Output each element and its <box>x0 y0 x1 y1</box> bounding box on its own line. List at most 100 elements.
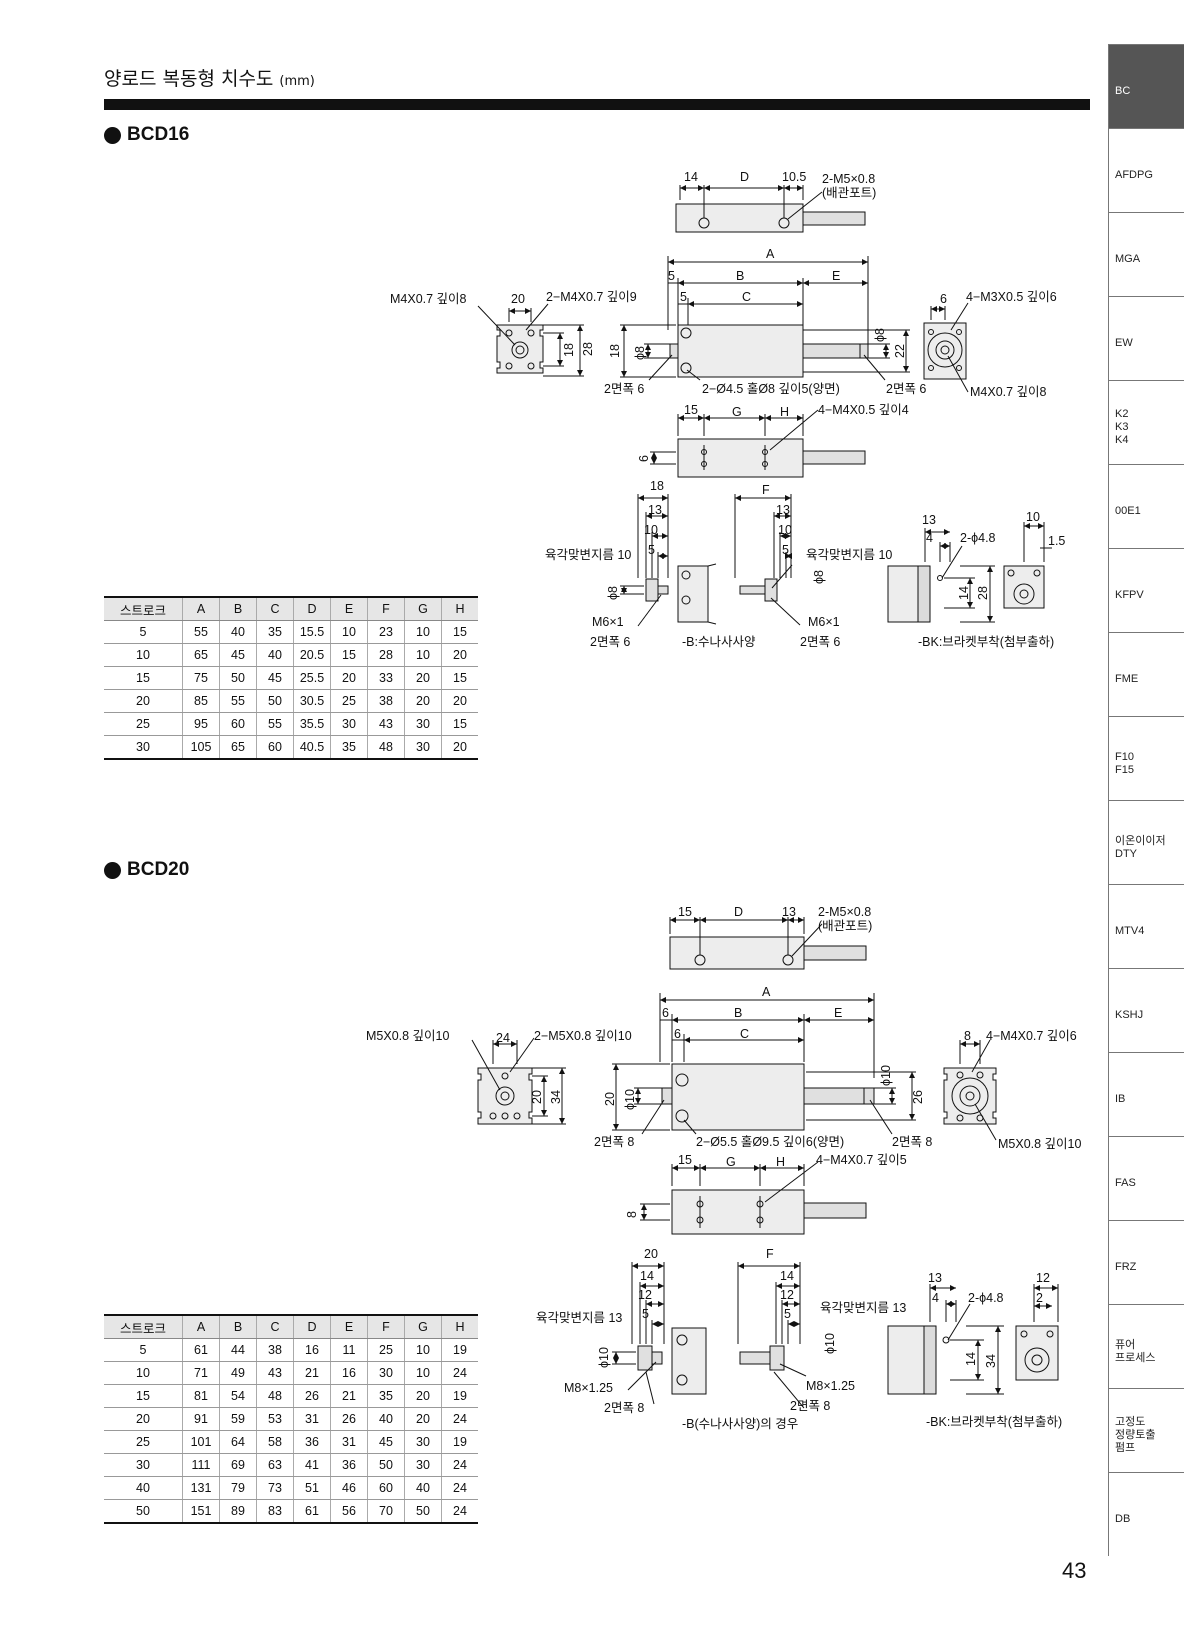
table-cell: 48 <box>367 735 405 760</box>
dim-a: A <box>766 247 775 261</box>
dim-14-bk: 14 <box>957 586 971 600</box>
page-number: 43 <box>1062 1558 1087 1583</box>
table-header-cell: B <box>219 596 257 621</box>
table-cell: 5 <box>104 620 183 644</box>
table-cell: 15.5 <box>293 620 331 644</box>
page-title: 양로드 복동형 치수도(mm) <box>104 64 315 91</box>
table-header-cell: E <box>330 1314 368 1339</box>
sidebar-tab[interactable]: BC <box>1108 44 1184 128</box>
sidebar-tab[interactable]: F10 F15 <box>1108 716 1184 800</box>
callout-m4-left: M4X0.7 깊이8 <box>390 292 467 306</box>
dim-15: 15 <box>684 403 698 417</box>
table-cell: 50 <box>367 1453 405 1477</box>
sidebar-tab[interactable]: 퓨어 프로세스 <box>1108 1304 1184 1388</box>
dim-a: A <box>762 985 771 999</box>
sidebar-tab[interactable]: 이온이이저 DTY <box>1108 800 1184 884</box>
table-cell: 24 <box>441 1407 478 1431</box>
table-header-cell: F <box>367 1314 405 1339</box>
sidebar-tab[interactable]: K2 K3 K4 <box>1108 380 1184 464</box>
sidebar-tab[interactable]: MTV4 <box>1108 884 1184 968</box>
dim-12-rod: 12 <box>638 1288 652 1302</box>
sidebar-tab[interactable]: 고정도 정량토출 펌프 <box>1108 1388 1184 1472</box>
dim-10-5: 10.5 <box>782 170 806 184</box>
dim-18-left: 18 <box>562 343 576 357</box>
table-cell: 65 <box>219 735 257 760</box>
sidebar-tab[interactable]: 00E1 <box>1108 464 1184 548</box>
table-cell: 61 <box>182 1338 220 1362</box>
sidebar-tab[interactable]: AFDPG <box>1108 128 1184 212</box>
sidebar-tab[interactable]: KSHJ <box>1108 968 1184 1052</box>
table-cell: 10 <box>404 1361 442 1385</box>
table-cell: 38 <box>256 1338 294 1362</box>
table-cell: 10 <box>404 1338 442 1362</box>
bullet-dot-icon <box>104 126 121 144</box>
dim-5-rod: 5 <box>648 543 655 557</box>
table-cell: 15 <box>441 712 478 736</box>
callout-4m3: 4−M3X0.5 깊이6 <box>966 290 1057 304</box>
dim-phi8-main-left: ϕ8 <box>633 346 647 360</box>
table-cell: 30 <box>404 1453 442 1477</box>
table-cell: 19 <box>441 1430 478 1454</box>
table-cell: 60 <box>256 735 294 760</box>
table-cell: 20 <box>441 735 478 760</box>
callout-hex-right: 육각맞변지름 13 <box>820 1301 906 1315</box>
table-header-cell: D <box>293 1314 331 1339</box>
dim-d: D <box>740 170 749 184</box>
sidebar-tab[interactable]: EW <box>1108 296 1184 380</box>
sidebar-tab[interactable]: FME <box>1108 632 1184 716</box>
table-cell: 46 <box>330 1476 368 1500</box>
table-cell: 21 <box>293 1361 331 1385</box>
table-cell: 131 <box>182 1476 220 1500</box>
table-cell: 15 <box>441 620 478 644</box>
table-cell: 40 <box>367 1407 405 1431</box>
top-view <box>675 185 866 233</box>
callout-hex-left: 육각맞변지름 10 <box>545 548 631 562</box>
dim-6b: 6 <box>674 1027 681 1041</box>
dim-13-bk: 13 <box>928 1271 942 1285</box>
left-end-view <box>477 303 584 377</box>
table-cell: 24 <box>441 1476 478 1500</box>
callout-4m4-lower: 4−M4X0.7 깊이5 <box>816 1153 907 1167</box>
b-note: -B(수나사사양)의 경우 <box>682 1417 798 1431</box>
table-header-cell: E <box>330 596 368 621</box>
table-cell: 55 <box>256 712 294 736</box>
table-header-cell: A <box>182 596 220 621</box>
dim-phi8-rod: ϕ8 <box>606 586 620 600</box>
drawing-bcd20: 15 D 13 2-M5×0.8 (배관포트) A 6 B E 6 C <box>366 905 1082 1431</box>
table-header-cell: F <box>367 596 405 621</box>
sidebar-tab[interactable]: MGA <box>1108 212 1184 296</box>
section-title-bcd20: BCD20 <box>104 859 189 881</box>
table-cell: 31 <box>330 1430 368 1454</box>
table-cell: 69 <box>219 1453 257 1477</box>
table-header-cell: C <box>256 1314 294 1339</box>
table-cell: 45 <box>256 666 294 690</box>
dim-c: C <box>742 290 751 304</box>
dim-24: 24 <box>496 1031 510 1045</box>
table-cell: 40 <box>256 643 294 667</box>
table-cell: 28 <box>367 643 405 667</box>
dim-g: G <box>726 1155 736 1169</box>
sidebar-tab[interactable]: FRZ <box>1108 1220 1184 1304</box>
sidebar-tab[interactable]: DB <box>1108 1472 1184 1556</box>
callout-m8-left: M8×1.25 <box>564 1381 613 1395</box>
table-cell: 43 <box>256 1361 294 1385</box>
table-cell: 71 <box>182 1361 220 1385</box>
mounting-view <box>640 1161 867 1235</box>
sidebar-tab[interactable]: FAS <box>1108 1136 1184 1220</box>
table-cell: 40.5 <box>293 735 331 760</box>
sidebar-tab[interactable]: KFPV <box>1108 548 1184 632</box>
table-cell: 20 <box>104 1407 183 1431</box>
table-cell: 20 <box>441 643 478 667</box>
sidebar-tab[interactable]: IB <box>1108 1052 1184 1136</box>
table-cell: 30 <box>404 1430 442 1454</box>
table-cell: 56 <box>330 1499 368 1524</box>
callout-2holes: 2−Ø4.5 홀Ø8 깊이5(양면) <box>702 382 840 396</box>
dim-20: 20 <box>511 292 525 306</box>
callout-2width-left: 2면폭 6 <box>604 382 644 396</box>
table-header-cell: G <box>404 1314 442 1339</box>
